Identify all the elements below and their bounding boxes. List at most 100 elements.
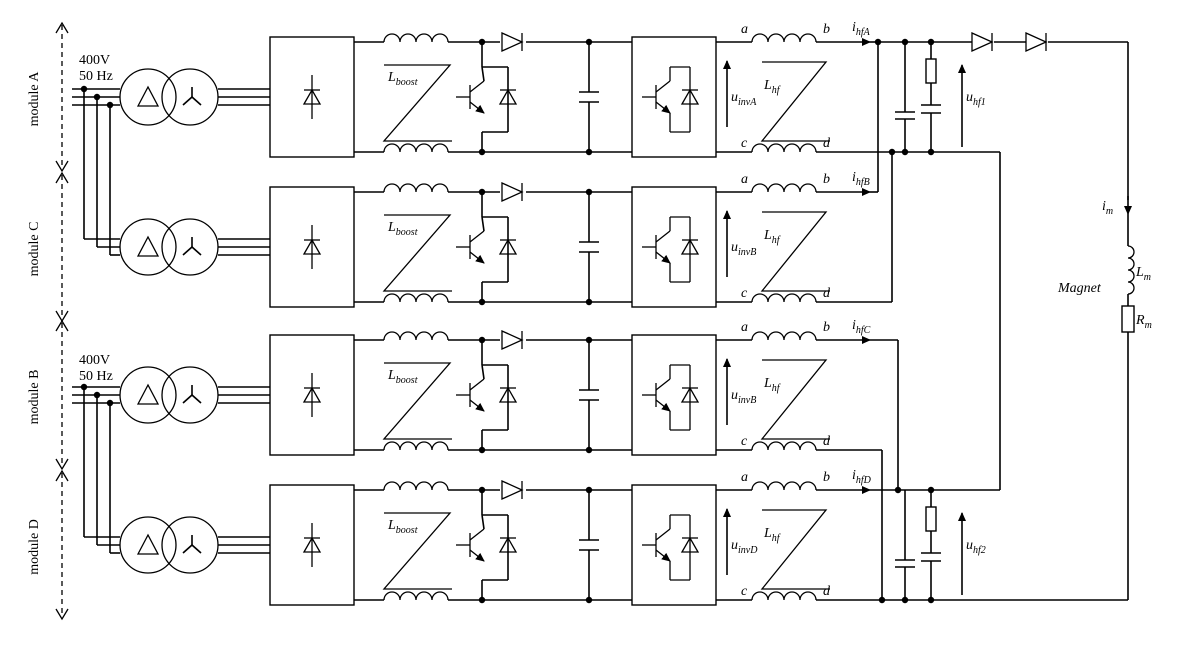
emitter [469,101,485,114]
junction-dot [585,446,593,454]
extent-arrow-top [55,21,69,34]
hf-inductor-top [751,183,817,193]
boost-inductor-label: Lboost [387,368,418,386]
transformer-primary [119,218,177,276]
inverter-voltage-label: uinvA [731,90,757,108]
boost-igbt [456,230,485,264]
filter-cap-1 [895,42,915,152]
module-label: module C [27,222,42,277]
junction-dot [888,148,896,156]
boost-inductor-bottom [383,143,449,153]
wye-leg [182,394,193,404]
boost-inductor-top [383,331,449,341]
junction-dot [585,336,593,344]
node-a: a [741,22,748,37]
wye-leg [191,544,202,554]
output-diode-2 [1025,31,1048,53]
magnet-inductance [1127,245,1135,295]
igbt-collector-lead [481,66,485,82]
boost-igbt [456,528,485,562]
junction-dot [878,596,886,604]
boost-igbt [456,378,485,412]
wye-leg [191,394,202,404]
boost-series-diode [501,329,524,351]
emitter [469,251,485,264]
boost-inductor-symbol [382,362,452,440]
damping-cap-2 [921,531,941,600]
emitter [469,549,485,562]
junction-dot [901,596,909,604]
delta-symbol [136,383,160,405]
inverter-antiparallel-diode [680,88,700,105]
junction-dot [478,446,486,454]
diode-triangle [501,329,524,351]
hf-inductor-bottom [751,293,817,303]
hf-current-label: ihfB [852,170,870,188]
transformer-primary [119,68,177,126]
junction-dot [585,596,593,604]
diode-triangle [498,386,518,403]
diode-triangle [498,238,518,255]
junction-dot [478,148,486,156]
hf-inductor-top [751,331,817,341]
node-b: b [823,22,830,37]
module-label: module B [27,370,42,425]
emitter [655,101,671,114]
diode-triangle [501,31,524,53]
node-a: a [741,320,748,335]
node-c: c [741,286,748,301]
junction-dot [585,298,593,306]
node-d: d [823,286,831,301]
boost-inductor-symbol [382,214,452,292]
delta-symbol [136,533,160,555]
junction-dot [901,38,909,46]
module-label: module A [27,71,42,127]
junction-dot [927,38,935,46]
extent-arrow-bottom [55,608,69,621]
boost-series-diode [501,31,524,53]
hf-inductor-label: Lhf [763,376,781,394]
transformer-secondary [161,516,219,574]
diode-triangle [501,479,524,501]
wye-leg [182,246,193,256]
junction-dot [478,336,486,344]
emitter [469,399,485,412]
boost-inductor-top [383,481,449,491]
collector [655,378,671,391]
junction-dot [927,596,935,604]
hf-inductor-label: Lhf [763,228,781,246]
hf-inductor-bottom [751,441,817,451]
node-d: d [823,136,831,151]
output-diode-1 [971,31,994,53]
inverter-voltage-label: uinvB [731,240,756,258]
boost-inductor-label: Lboost [387,518,418,536]
transformer-primary [119,366,177,424]
collector [469,378,485,391]
junction-dot [478,38,486,46]
boost-antiparallel-diode [498,238,518,255]
hf-inductor-symbol [760,61,830,142]
module-label: module D [27,519,42,575]
transformer-primary [119,516,177,574]
hf-inductor-label: Lhf [763,526,781,544]
diode-triangle [1025,31,1048,53]
boost-inductor-symbol [382,64,452,142]
inverter-antiparallel-diode [680,238,700,255]
dc-link-capacitor [579,42,599,152]
hf-inductor-top [751,33,817,43]
supply-voltage: 400V [79,53,110,68]
inverter-voltage-label: uinvD [731,538,758,556]
wye-leg [182,96,193,106]
boost-series-diode [501,181,524,203]
junction-dot [927,148,935,156]
boost-inductor-bottom [383,591,449,601]
dc-link-capacitor [579,192,599,302]
magnet-current-label: im [1102,199,1113,217]
node-c: c [741,434,748,449]
boost-inductor-top [383,183,449,193]
uhf1-label: uhf1 [966,90,986,108]
